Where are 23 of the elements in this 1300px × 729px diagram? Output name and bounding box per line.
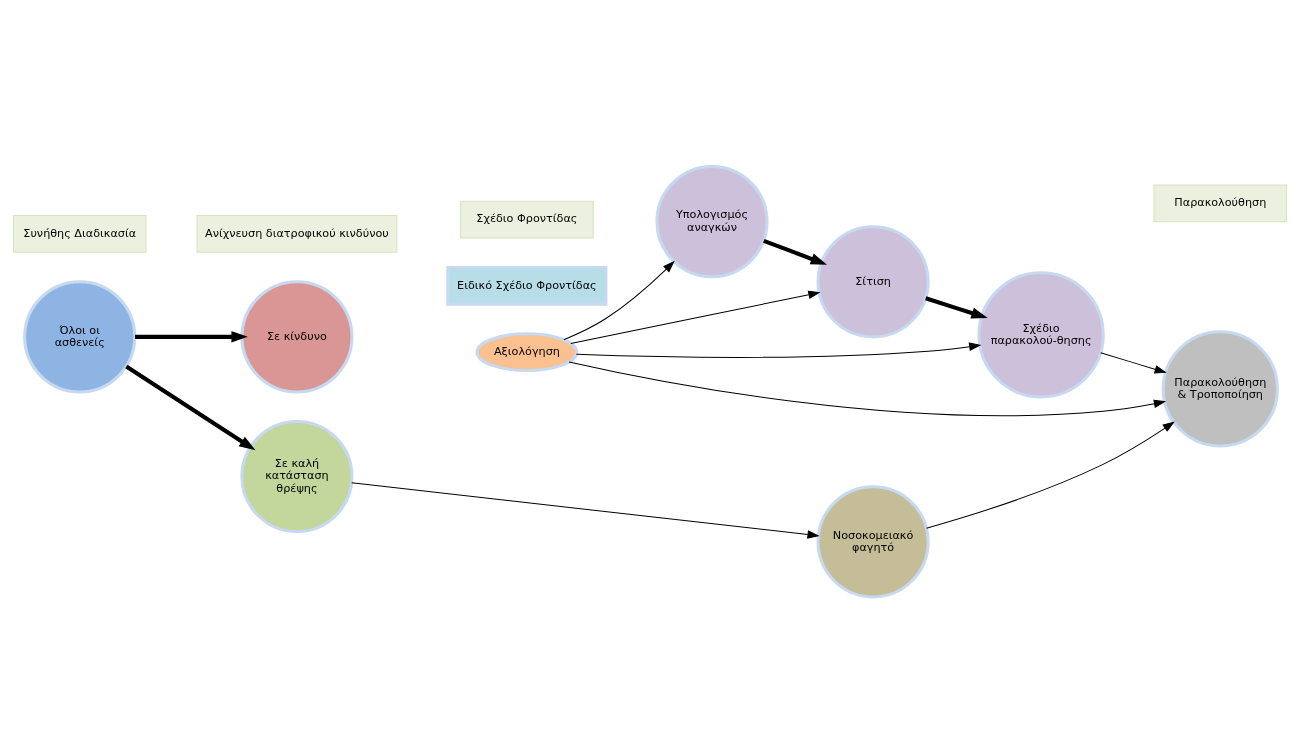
node-circle: Νοσοκομειακό φαγητό bbox=[816, 484, 930, 598]
arrow bbox=[926, 420, 1175, 529]
node-box: Παρακολούθηση bbox=[1153, 183, 1288, 222]
arrow bbox=[351, 481, 820, 539]
arrow bbox=[575, 341, 982, 358]
node-ellipse: Αξιολόγηση bbox=[475, 331, 579, 372]
arrow bbox=[925, 295, 988, 319]
node-box: Ανίχνευση διατροφικού κινδύνου bbox=[196, 214, 398, 253]
node-circle: Όλοι οι ασθενείς bbox=[23, 279, 137, 393]
node-circle: Υπολογισμός αναγκών bbox=[655, 164, 769, 278]
node-circle: Σχέδιο παρακολού-θησης bbox=[977, 270, 1105, 398]
node-circle: Σίτιση bbox=[816, 224, 930, 338]
arrow bbox=[1100, 351, 1167, 373]
node-box: Ειδικό Σχέδιο Φροντίδας bbox=[446, 265, 608, 306]
arrow bbox=[135, 330, 248, 343]
arrow bbox=[570, 290, 821, 344]
node-box: Συνήθης Διαδικασία bbox=[12, 214, 147, 253]
arrow bbox=[763, 238, 827, 265]
arrow bbox=[563, 260, 675, 340]
arrow bbox=[125, 364, 256, 450]
arrow bbox=[568, 361, 1167, 416]
node-box: Σχέδιο Φροντίδας bbox=[460, 200, 594, 238]
node-circle: Σε κίνδυνο bbox=[240, 279, 354, 393]
